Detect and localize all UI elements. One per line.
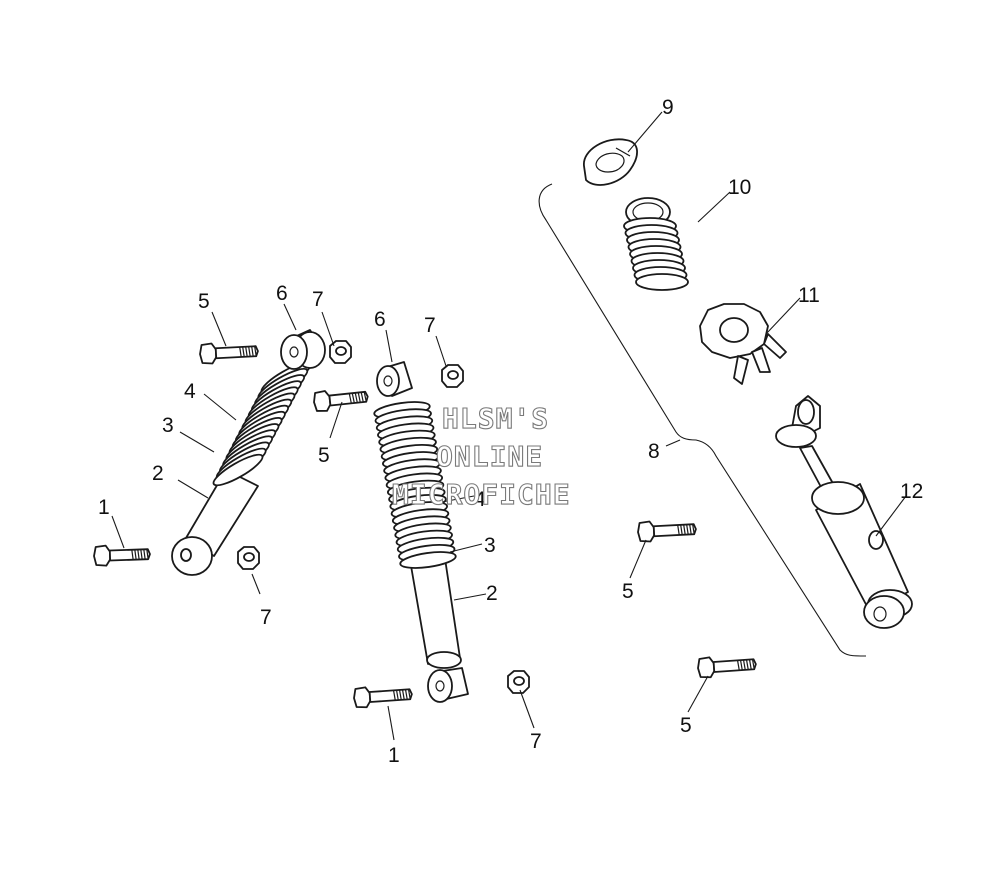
callout-8: 8 bbox=[648, 440, 660, 463]
callout-7-bottom-middle: 7 bbox=[530, 730, 542, 753]
watermark-line-2: ONLINE bbox=[436, 440, 543, 473]
callout-7-top-left: 7 bbox=[312, 288, 324, 311]
callout-6-left: 6 bbox=[276, 282, 288, 305]
callout-10: 10 bbox=[728, 176, 751, 199]
callout-3-left: 3 bbox=[162, 414, 174, 437]
middle-shock-lower-eye bbox=[427, 669, 453, 703]
callout-5-right-upper: 5 bbox=[622, 580, 634, 603]
callout-2-middle: 2 bbox=[486, 582, 498, 605]
bolt bbox=[637, 520, 697, 543]
leader-lines bbox=[111, 111, 907, 741]
left-shock-absorber bbox=[171, 329, 326, 576]
callout-4-middle: 4 bbox=[474, 488, 486, 511]
middle-shock-top-bushing bbox=[376, 365, 400, 397]
callout-6-middle: 6 bbox=[374, 308, 386, 331]
nut bbox=[329, 340, 352, 364]
callout-3-middle: 3 bbox=[484, 534, 496, 557]
assembly-bracket bbox=[538, 183, 867, 657]
bolt bbox=[697, 656, 757, 679]
bolts-group bbox=[93, 342, 757, 709]
callout-1-middle: 1 bbox=[388, 744, 400, 767]
bolt bbox=[93, 544, 151, 567]
watermark: HLSM'S ONLINE MICROFICHE bbox=[391, 401, 571, 511]
dust-boot-part-10 bbox=[623, 197, 689, 291]
nut bbox=[507, 670, 530, 694]
bolt bbox=[199, 342, 259, 365]
callout-5-right-lower: 5 bbox=[680, 714, 692, 737]
spring-coil bbox=[212, 453, 264, 487]
middle-shock-absorber bbox=[373, 361, 469, 703]
nuts-group bbox=[237, 340, 530, 694]
callout-7-bottom-left: 7 bbox=[260, 606, 272, 629]
watermark-line-3: MICROFICHE bbox=[392, 478, 571, 511]
callout-1-left: 1 bbox=[98, 496, 110, 519]
spring-seat-part-11 bbox=[699, 303, 787, 385]
damper-part-12 bbox=[775, 395, 913, 629]
callout-2-left: 2 bbox=[152, 462, 164, 485]
bolt bbox=[313, 390, 369, 412]
left-shock-lower-eye bbox=[171, 536, 213, 576]
callout-labels: 1 2 3 4 5 6 7 7 5 6 7 4 3 2 1 7 9 10 11 … bbox=[98, 96, 923, 767]
nut bbox=[237, 546, 260, 570]
bolt bbox=[353, 686, 413, 709]
callout-4-left: 4 bbox=[184, 380, 196, 403]
callout-7-top-middle: 7 bbox=[424, 314, 436, 337]
nut bbox=[441, 364, 464, 388]
washer-part-9 bbox=[583, 138, 638, 186]
callout-5-middle: 5 bbox=[318, 444, 330, 467]
left-shock-spring bbox=[212, 361, 312, 487]
middle-shock-spring bbox=[373, 401, 457, 569]
spring-coil bbox=[399, 551, 457, 569]
callout-11: 11 bbox=[798, 284, 820, 307]
callout-9: 9 bbox=[662, 96, 674, 119]
watermark-line-1: HLSM'S bbox=[442, 402, 549, 435]
boot-fold bbox=[635, 273, 689, 291]
callout-5-left: 5 bbox=[198, 290, 210, 313]
callout-12: 12 bbox=[900, 480, 923, 503]
